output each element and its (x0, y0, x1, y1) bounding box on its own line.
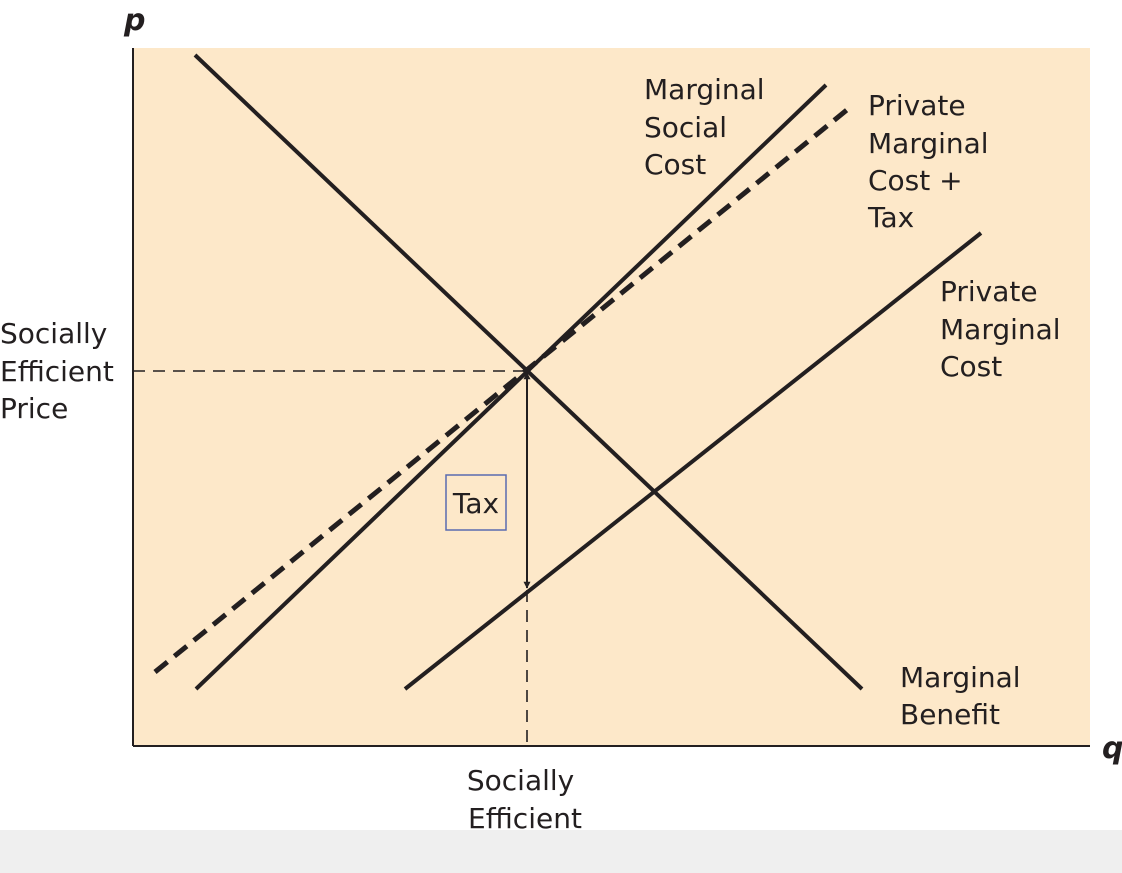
tax-box (445, 474, 507, 531)
marginal-social-cost-label: Marginal Social Cost (644, 73, 773, 181)
y-axis-label: p (123, 3, 145, 38)
private-marginal-cost-line (403, 231, 983, 691)
socially-efficient-quantity-label: Socially Efficient (467, 764, 583, 835)
tax-label: Tax (452, 487, 499, 520)
marginal-benefit-label: Marginal Benefit (900, 661, 1029, 731)
socially-efficient-price-label: Socially Efficient Price (0, 317, 123, 425)
bottom-bar (0, 830, 1122, 873)
plot-area (133, 48, 1090, 746)
private-marginal-cost-label: Private Marginal Cost (940, 275, 1069, 383)
private-marginal-cost-tax-label: Private Marginal Cost + Tax (867, 89, 997, 234)
x-axis-label: q (1102, 731, 1122, 766)
marginal-social-cost-line (194, 83, 828, 691)
